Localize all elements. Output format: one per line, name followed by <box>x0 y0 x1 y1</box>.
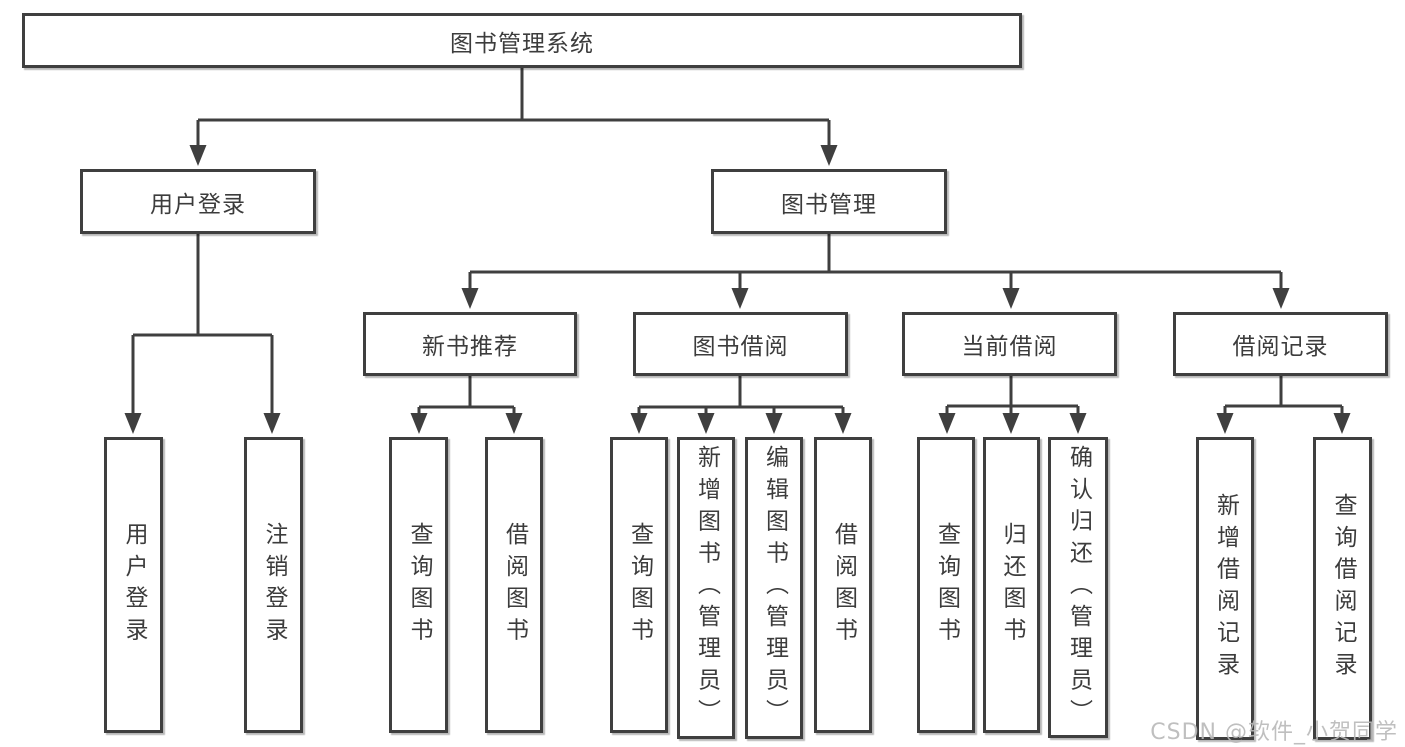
leaf-label: 归还图书 <box>999 521 1025 649</box>
node-label: 借阅记录 <box>1232 334 1329 360</box>
arrowhead <box>1002 413 1020 434</box>
arrowhead <box>124 413 142 434</box>
arrowhead <box>731 288 749 309</box>
node-borrow-records: 借阅记录 <box>1173 312 1388 376</box>
leaf-borrow-books-recommend: 借阅图书 <box>485 437 543 733</box>
arrowhead <box>461 288 479 309</box>
arrowhead <box>263 413 281 434</box>
leaf-label: 查询图书 <box>933 521 960 649</box>
arrowhead <box>1069 413 1087 434</box>
leaf-label: 新增图书（管理员） <box>693 445 720 731</box>
node-book-management: 图书管理 <box>711 169 947 234</box>
leaf-add-borrow-record: 新增借阅记录 <box>1196 437 1254 740</box>
leaf-return-books: 归还图书 <box>983 437 1040 733</box>
node-book-borrow: 图书借阅 <box>633 312 848 376</box>
leaf-label: 查询图书 <box>406 521 432 649</box>
arrowhead <box>765 413 783 434</box>
arrowhead <box>1216 413 1234 434</box>
leaf-query-books-current: 查询图书 <box>917 437 975 733</box>
leaf-label: 用户登录 <box>121 521 147 649</box>
leaf-query-books-borrow: 查询图书 <box>610 437 668 733</box>
arrowhead <box>697 413 715 434</box>
leaf-borrow-books: 借阅图书 <box>814 437 872 733</box>
leaf-query-books-recommend: 查询图书 <box>389 437 448 733</box>
arrowhead <box>630 413 648 434</box>
node-label: 新书推荐 <box>422 334 518 360</box>
leaf-edit-books-admin: 编辑图书（管理员） <box>745 437 803 739</box>
node-current-borrow: 当前借阅 <box>902 312 1117 376</box>
leaf-query-borrow-record: 查询借阅记录 <box>1313 437 1372 740</box>
leaf-user-login: 用户登录 <box>104 437 163 733</box>
arrowhead <box>820 145 838 166</box>
arrowhead <box>1002 288 1020 309</box>
node-label: 图书管理系统 <box>450 30 594 57</box>
arrowhead <box>505 413 523 434</box>
arrowhead <box>938 413 956 434</box>
node-root-system: 图书管理系统 <box>22 13 1022 68</box>
leaf-add-books-admin: 新增图书（管理员） <box>677 437 735 739</box>
leaf-confirm-return-admin: 确认归还（管理员） <box>1048 437 1108 738</box>
node-label: 用户登录 <box>150 191 246 218</box>
arrowhead <box>1333 413 1351 434</box>
leaf-label: 新增借阅记录 <box>1212 493 1239 684</box>
leaf-label: 确认归还（管理员） <box>1065 444 1092 731</box>
leaf-label: 借阅图书 <box>830 521 857 649</box>
node-label: 当前借阅 <box>961 334 1058 360</box>
leaf-label: 编辑图书（管理员） <box>761 445 788 731</box>
arrowhead <box>834 413 852 434</box>
node-label: 图书管理 <box>781 191 877 218</box>
leaf-label: 查询借阅记录 <box>1330 493 1356 684</box>
leaf-logout: 注销登录 <box>244 437 303 733</box>
node-label: 图书借阅 <box>692 334 789 360</box>
leaf-label: 借阅图书 <box>501 521 528 649</box>
leaf-label: 查询图书 <box>626 521 653 649</box>
arrowhead <box>189 145 207 166</box>
arrowhead <box>410 413 428 434</box>
leaf-label: 注销登录 <box>261 521 287 649</box>
node-user-login: 用户登录 <box>80 169 316 234</box>
arrowhead <box>1272 288 1290 309</box>
node-new-book-recommend: 新书推荐 <box>363 312 577 376</box>
